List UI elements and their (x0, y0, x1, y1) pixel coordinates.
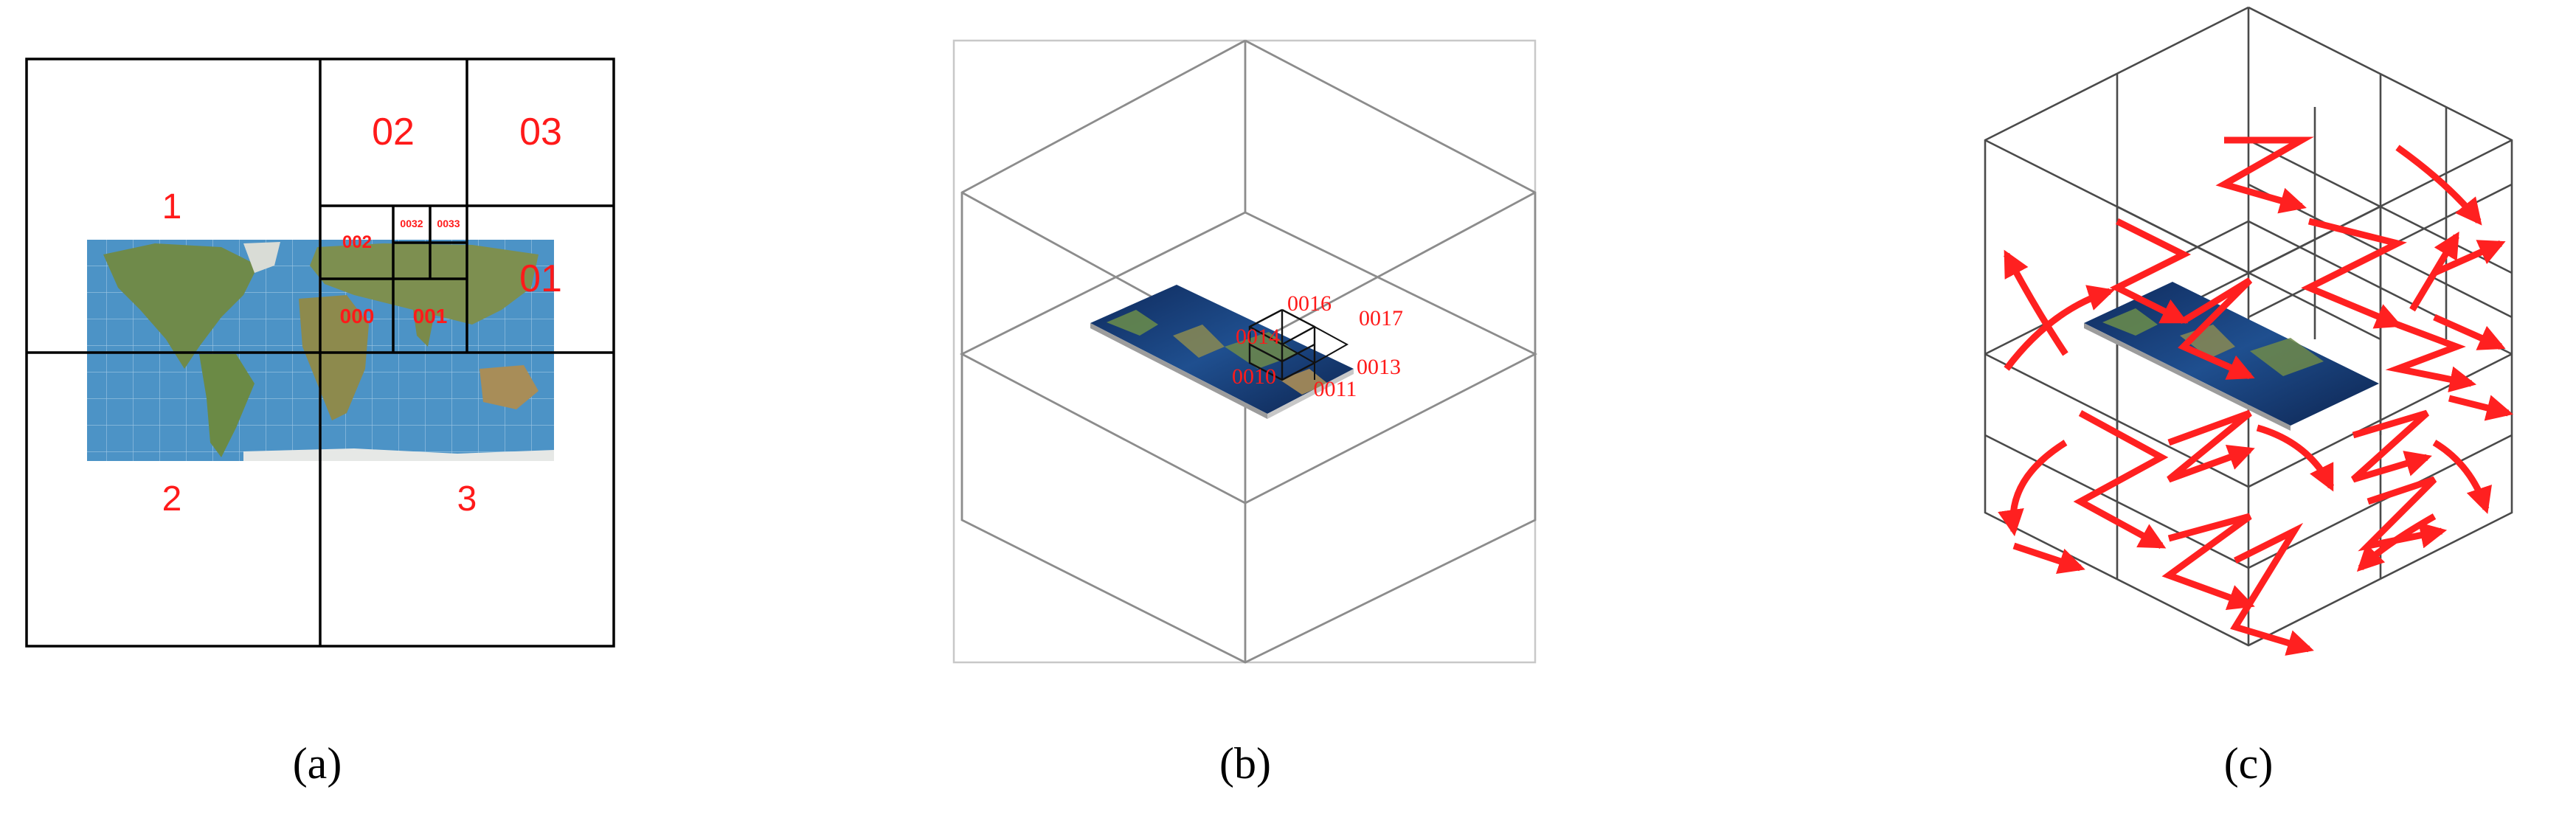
quadtree-grid (25, 58, 615, 648)
label-quad-1: 1 (162, 187, 182, 226)
z-order-curve-arrows (1998, 136, 2513, 656)
label-cube-0013: 0013 (1357, 355, 1401, 379)
label-quad-3: 3 (457, 479, 477, 519)
label-cube-0016: 0016 (1287, 291, 1332, 316)
label-quad-000: 000 (340, 305, 375, 327)
label-quad-02: 02 (372, 111, 415, 153)
caption-b: (b) (1219, 739, 1271, 788)
label-quad-0032: 0032 (400, 218, 423, 229)
earth-plane-image-c (2084, 282, 2379, 431)
label-cube-0017: 0017 (1359, 306, 1403, 330)
label-quad-002: 002 (342, 232, 372, 252)
label-cube-0014: 0014 (1236, 325, 1280, 349)
panel-c: (c) (1984, 6, 2513, 788)
label-quad-001: 001 (413, 305, 448, 327)
octree-cube-wireframe (959, 39, 1538, 664)
label-quad-01: 01 (519, 257, 562, 300)
label-quad-03: 03 (519, 111, 562, 153)
label-cube-0011: 0011 (1314, 377, 1357, 401)
earth-plane-image (1090, 285, 1354, 419)
panel-b: 0016 0017 0014 0013 0010 0011 (b) (952, 39, 1538, 788)
caption-a: (a) (293, 739, 342, 788)
caption-c: (c) (2224, 739, 2274, 788)
label-quad-0033: 0033 (437, 218, 460, 229)
label-cube-0010: 0010 (1232, 364, 1276, 389)
panel-a: 1 2 3 02 03 01 000 001 002 0032 0033 (a) (25, 58, 615, 788)
sub-cube-wireframe (1248, 308, 1349, 381)
label-quad-2: 2 (162, 479, 182, 519)
